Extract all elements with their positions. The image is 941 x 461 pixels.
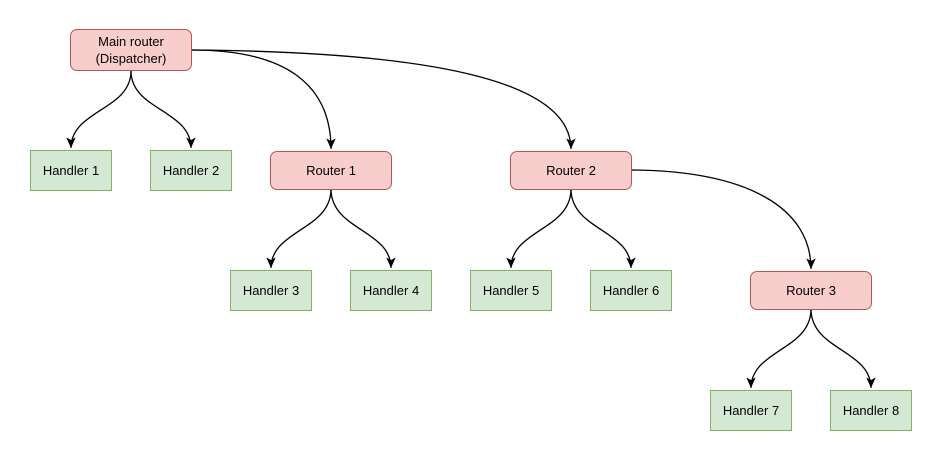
node-main-router[interactable]: Main router (Dispatcher) [70,29,192,71]
edge-main-router-to-router-2 [191,49,576,150]
node-router-1[interactable]: Router 1 [270,151,392,190]
edge-router-1-to-handler-3 [266,188,332,269]
node-handler-3[interactable]: Handler 3 [230,270,312,311]
edge-router-3-to-handler-8 [810,308,876,389]
edge-router-2-to-handler-6 [570,188,636,269]
node-router-2[interactable]: Router 2 [510,151,632,190]
edge-router-3-to-handler-7 [746,308,812,389]
node-handler-8[interactable]: Handler 8 [830,390,912,431]
node-router-3[interactable]: Router 3 [750,271,872,310]
node-handler-7[interactable]: Handler 7 [710,390,792,431]
node-handler-4[interactable]: Handler 4 [350,270,432,311]
edge-router-1-to-handler-4 [330,188,396,269]
edge-router-2-to-handler-5 [506,188,572,269]
node-handler-1[interactable]: Handler 1 [30,150,112,191]
edge-main-router-to-handler-1 [66,70,132,149]
edge-router-2-to-router-3 [631,169,816,270]
node-handler-2[interactable]: Handler 2 [150,150,232,191]
node-handler-6[interactable]: Handler 6 [590,270,672,311]
edge-main-router-to-router-1 [191,49,336,150]
edge-main-router-to-handler-2 [130,70,196,149]
node-handler-5[interactable]: Handler 5 [470,270,552,311]
